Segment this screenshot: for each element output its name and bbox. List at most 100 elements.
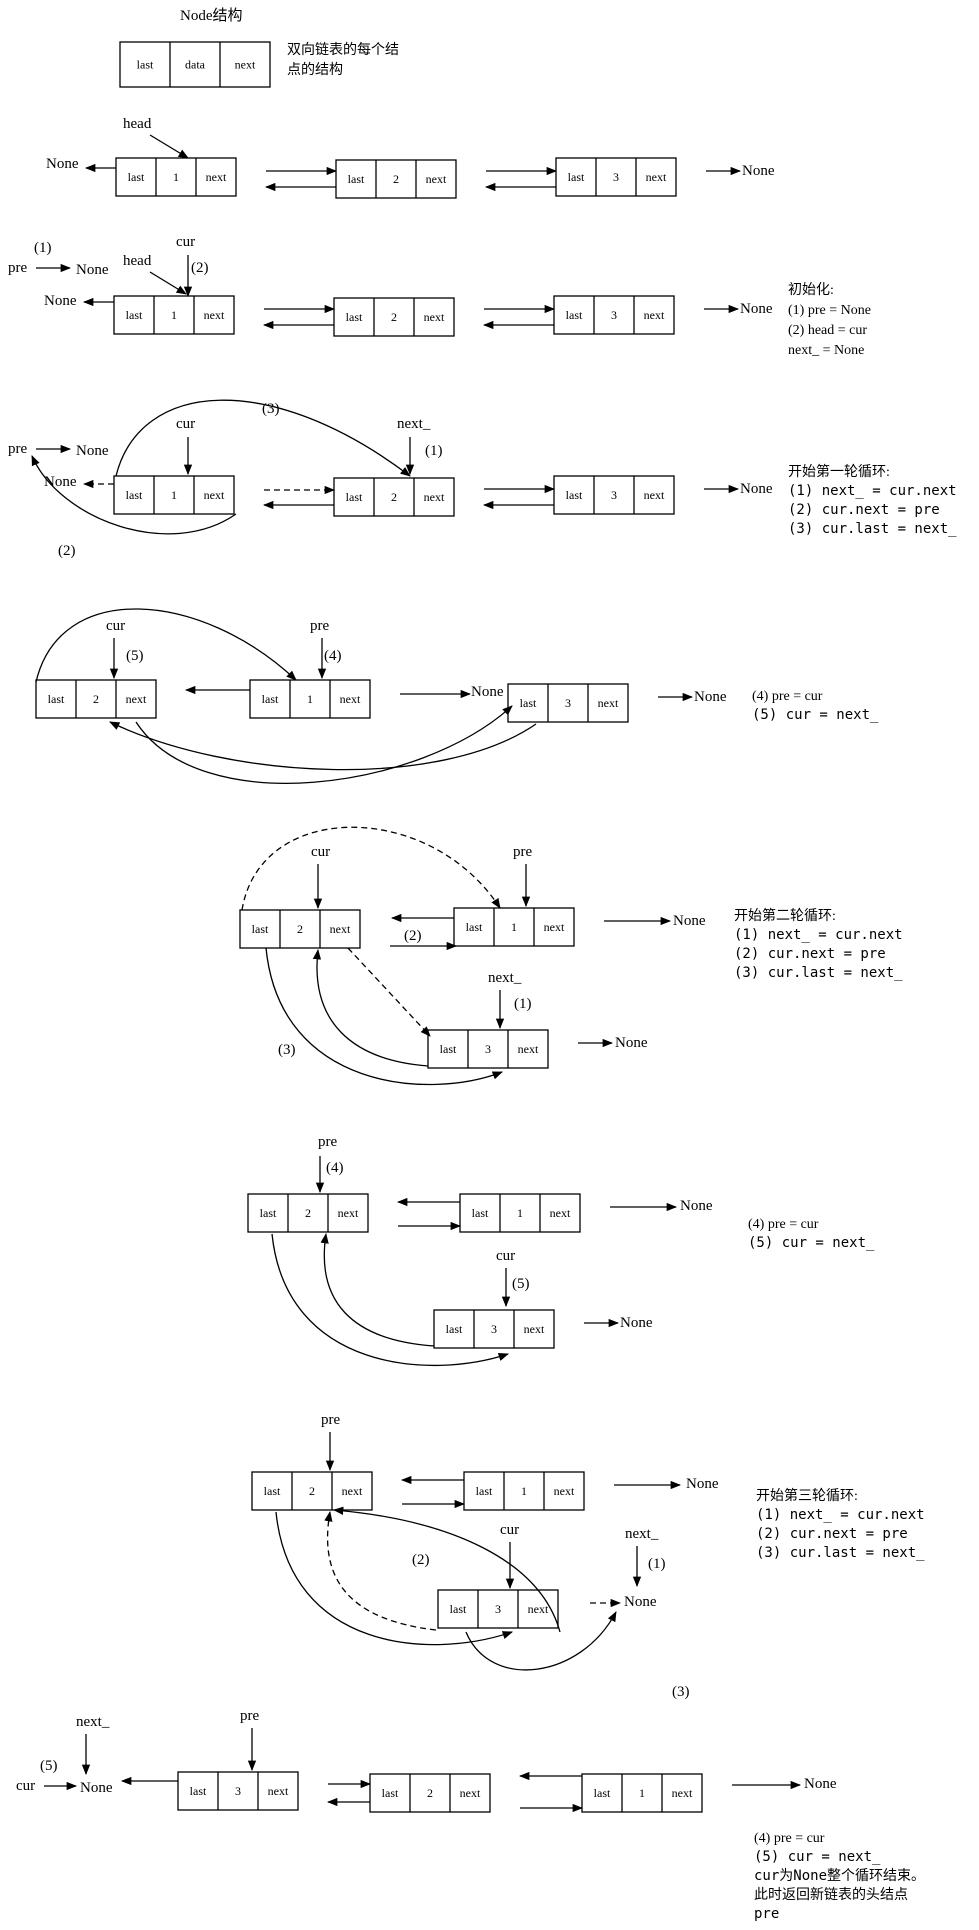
cur-label: cur	[16, 1778, 35, 1794]
node-field-data: 1	[521, 1484, 527, 1498]
step-label: (3)	[278, 1042, 296, 1058]
cur-label: cur	[500, 1522, 519, 1538]
step-label: (4)	[326, 1160, 344, 1176]
arc-dashed-pre	[241, 826, 501, 911]
cur-label: cur	[106, 618, 125, 634]
node-field-next: next	[528, 1602, 549, 1616]
step-label: (5)	[126, 648, 144, 664]
none-label: None	[694, 689, 727, 705]
node-field-data: 2	[297, 922, 303, 936]
none-label: None	[46, 156, 79, 172]
node-field-last: last	[190, 1784, 207, 1798]
node-structure-field: data	[185, 57, 206, 71]
arc-node2-to-node3	[135, 705, 513, 784]
step-label: (2)	[412, 1552, 430, 1568]
note-loop1-line: 开始第一轮循环:	[788, 463, 890, 480]
node-field-last: last	[346, 310, 363, 324]
arc-node3-to-node2	[109, 721, 537, 771]
node-field-next: next	[126, 692, 147, 706]
node-field-last: last	[568, 170, 585, 184]
none-label: None	[804, 1776, 837, 1792]
node-field-next: next	[554, 1484, 575, 1498]
note-loop2-line: (1) next_ = cur.next	[734, 927, 903, 943]
note-move-line: (4) pre = cur	[752, 689, 823, 704]
node-field-last: last	[440, 1042, 457, 1056]
node-field-last: last	[450, 1602, 467, 1616]
note-init-line: 初始化:	[788, 281, 834, 298]
step-label: (2)	[404, 928, 422, 944]
step-label: (3)	[672, 1684, 690, 1700]
arrows-layer	[31, 134, 802, 1813]
node-field-last: last	[566, 308, 583, 322]
note-loop1-line: (1) next_ = cur.next	[788, 483, 957, 499]
arc-next-to-pre	[332, 1506, 561, 1633]
none-label: None	[76, 443, 109, 459]
next-ptr-label: next_	[625, 1526, 659, 1542]
node-field-next: next	[424, 310, 445, 324]
note-init-line: (2) head = cur	[788, 323, 867, 338]
dashed-to-node3	[347, 947, 431, 1037]
node-field-last: last	[48, 692, 65, 706]
step-label: (4)	[324, 648, 342, 664]
next-ptr-label: next_	[76, 1714, 110, 1730]
step-label: (5)	[512, 1276, 530, 1292]
node-field-next: next	[338, 1206, 359, 1220]
node-field-data: 3	[235, 1784, 241, 1798]
node-field-data: 1	[173, 170, 179, 184]
cur-label: cur	[176, 234, 195, 250]
step-label: (5)	[40, 1758, 58, 1774]
arc-node3-to-node2	[320, 1232, 435, 1347]
step-label: (1)	[425, 443, 443, 459]
none-label: None	[471, 684, 504, 700]
node-field-last: last	[262, 692, 279, 706]
node-field-last: last	[446, 1322, 463, 1336]
node-structure-desc: 双向链表的每个结	[287, 42, 399, 58]
note-loop3-line: (1) next_ = cur.next	[756, 1507, 925, 1523]
node-field-data: 1	[171, 308, 177, 322]
step-label: (2)	[191, 260, 209, 276]
node-field-next: next	[460, 1786, 481, 1800]
cur-label: cur	[311, 844, 330, 860]
node-field-last: last	[348, 172, 365, 186]
note-init-line: next_ = None	[788, 343, 864, 358]
arc-last-to-node1	[35, 608, 297, 683]
pre-label: pre	[321, 1412, 340, 1428]
none-label: None	[740, 301, 773, 317]
node-field-last: last	[126, 308, 143, 322]
head-label: head	[123, 116, 152, 132]
node-field-data: 1	[511, 920, 517, 934]
node-field-next: next	[342, 1484, 363, 1498]
note-loop1-line: (3) cur.last = next_	[788, 521, 957, 537]
node-field-data: 2	[427, 1786, 433, 1800]
note-final-line: 此时返回新链表的头结点	[754, 1887, 908, 1903]
cur-label: cur	[496, 1248, 515, 1264]
node-structure-desc: 点的结构	[287, 62, 343, 78]
none-label: None	[686, 1476, 719, 1492]
pre-label: pre	[240, 1708, 259, 1724]
next-ptr-label: next_	[397, 416, 431, 432]
node-field-next: next	[550, 1206, 571, 1220]
pre-label: pre	[310, 618, 329, 634]
note-final-line: (5) cur = next_	[754, 1849, 881, 1865]
arc-last-to-next	[115, 399, 411, 477]
pre-label: pre	[8, 260, 27, 276]
step-label: (1)	[34, 240, 52, 256]
node-field-next: next	[524, 1322, 545, 1336]
node-field-data: 3	[491, 1322, 497, 1336]
node-field-data: 3	[485, 1042, 491, 1056]
node-3: last 3 next	[433, 1309, 555, 1349]
note-loop3-line: 开始第三轮循环:	[756, 1487, 858, 1504]
arc-node3-to-node2	[312, 948, 429, 1067]
node-field-next: next	[268, 1784, 289, 1798]
